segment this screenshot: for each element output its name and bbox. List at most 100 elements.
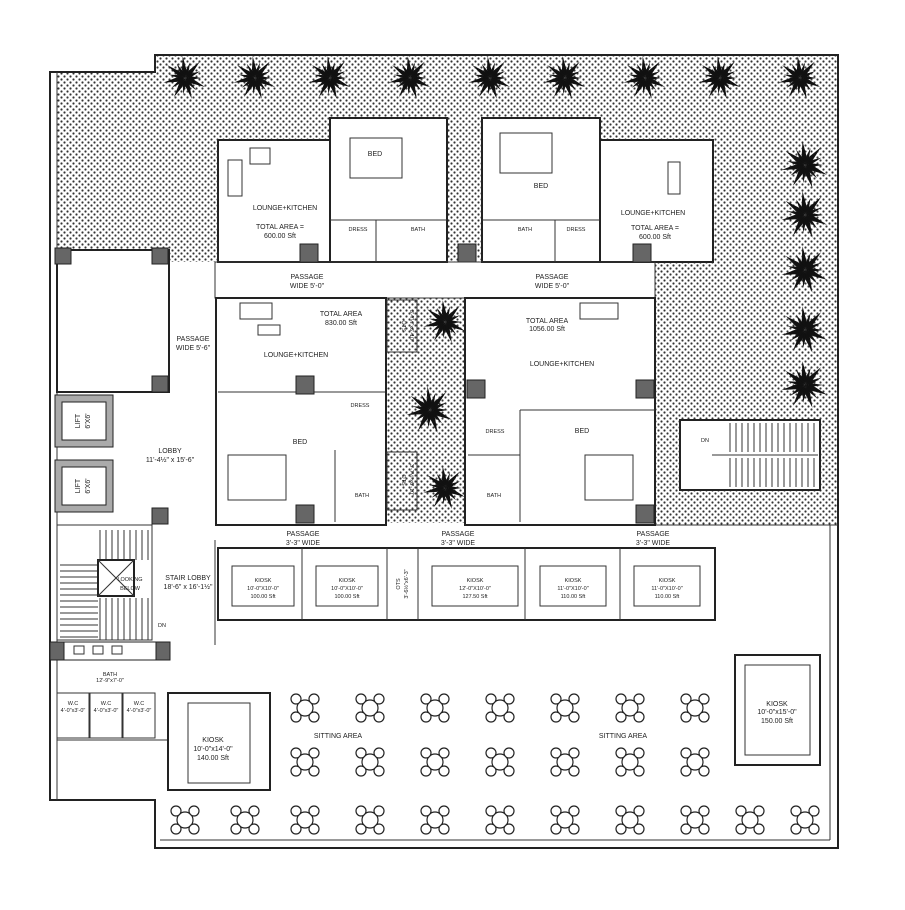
room-label: BATH (487, 493, 501, 499)
chair (633, 765, 645, 777)
outer-wall (49, 54, 839, 849)
chair (503, 805, 515, 817)
lift-label: LIFT (75, 413, 82, 428)
lobby-size: 11'-4½" x 15'-6" (146, 456, 195, 464)
chair (170, 805, 182, 817)
kiosk-area: 110.00 Sft (561, 594, 586, 600)
dining-table (170, 805, 200, 835)
chair (420, 747, 432, 759)
chair (633, 711, 645, 723)
kiosk-row: PASSAGE 3'-3" WIDE PASSAGE 3'-3" WIDE PA… (217, 531, 716, 621)
kiosk-area: 150.00 Sft (761, 718, 793, 725)
wc-size: 4'-0"x3'-0" (127, 708, 152, 714)
chair (550, 823, 562, 835)
dining-table (550, 693, 580, 723)
kiosk-size: 10'-0"x14'-0" (193, 746, 233, 753)
chair (485, 765, 497, 777)
chair (355, 823, 367, 835)
kiosk-right: KIOSK 10'-0"x15'-0" 150.00 Sft (734, 654, 821, 766)
room-label: LOUNGE+KITCHEN (253, 205, 317, 212)
dining-table (485, 805, 515, 835)
chair (485, 823, 497, 835)
chair (355, 805, 367, 817)
chair (550, 711, 562, 723)
passage-top (214, 261, 656, 299)
palm-tree-icon (778, 56, 821, 99)
chair (633, 693, 645, 705)
wc-size: 4'-0"x3'-0" (94, 708, 119, 714)
stair-lobby-label: STAIR LOBBY (165, 575, 211, 582)
staircase-right: DN (679, 419, 821, 491)
chair (680, 747, 692, 759)
room-label: LOUNGE+KITCHEN (621, 210, 685, 217)
kiosk-name: KIOSK (255, 578, 272, 584)
wc-size: 4'-0"x3'-0" (61, 708, 86, 714)
chair (373, 693, 385, 705)
dining-table (615, 693, 645, 723)
chair (568, 823, 580, 835)
passage-label: PASSAGE (442, 531, 475, 538)
lift-label: LIFT (75, 478, 82, 493)
area-label: TOTAL AREA = (256, 224, 304, 231)
chair (355, 747, 367, 759)
kiosk-size: 10'-0"X10'-0" (247, 586, 279, 592)
chair (615, 693, 627, 705)
area-value: 1056.00 Sft (529, 326, 565, 333)
chair (230, 805, 242, 817)
palm-tree-icon (781, 141, 827, 188)
chair (485, 805, 497, 817)
dining-table (355, 805, 385, 835)
dining-table (680, 805, 710, 835)
chair (188, 805, 200, 817)
kiosk-size: 10'-0"X10'-0" (331, 586, 363, 592)
ots-label: OTS (396, 578, 402, 590)
chair (735, 805, 747, 817)
dining-table (290, 747, 320, 777)
room-label: BATH (518, 227, 532, 233)
dining-table (485, 747, 515, 777)
chair (615, 765, 627, 777)
palm-tree-icon (423, 466, 466, 509)
area-value: 830.00 Sft (325, 320, 357, 327)
room-label: LOUNGE+KITCHEN (530, 361, 594, 368)
chair (698, 693, 710, 705)
kiosk-label: KIOSK (766, 701, 788, 708)
area-value: 600.00 Sft (639, 234, 671, 241)
passage-size: WIDE 5'-0" (535, 283, 570, 290)
passage-label: PASSAGE (637, 531, 670, 538)
room-label: BATH (411, 227, 425, 233)
chair (420, 823, 432, 835)
kiosk-area: 100.00 Sft (334, 594, 360, 600)
ots-label: OTS (400, 320, 406, 332)
chair (808, 823, 820, 835)
dining-table (615, 805, 645, 835)
room-label: BATH (355, 493, 369, 499)
kiosk-area: 127.50 Sft (462, 594, 488, 600)
chair (503, 747, 515, 759)
chair (373, 711, 385, 723)
stair-lobby-size: 18'-6" x 16'-1½" (164, 583, 213, 591)
chair (485, 693, 497, 705)
area-value: 600.00 Sft (264, 233, 296, 240)
ots-label: OTS (400, 474, 406, 486)
room-label: DRESS (567, 227, 586, 233)
chair (790, 823, 802, 835)
chair (503, 693, 515, 705)
area-label: TOTAL AREA (320, 311, 363, 318)
chair (248, 823, 260, 835)
passage-size: 3'-3" WIDE (441, 540, 475, 547)
dining-table (355, 693, 385, 723)
dining-table (790, 805, 820, 835)
chair (290, 765, 302, 777)
chair (355, 765, 367, 777)
chair (753, 805, 765, 817)
chair (290, 805, 302, 817)
dining-table (550, 805, 580, 835)
dining-table (680, 693, 710, 723)
chair (680, 805, 692, 817)
chair (698, 765, 710, 777)
kiosk-size: 12'-0"X10'-0" (459, 586, 491, 592)
